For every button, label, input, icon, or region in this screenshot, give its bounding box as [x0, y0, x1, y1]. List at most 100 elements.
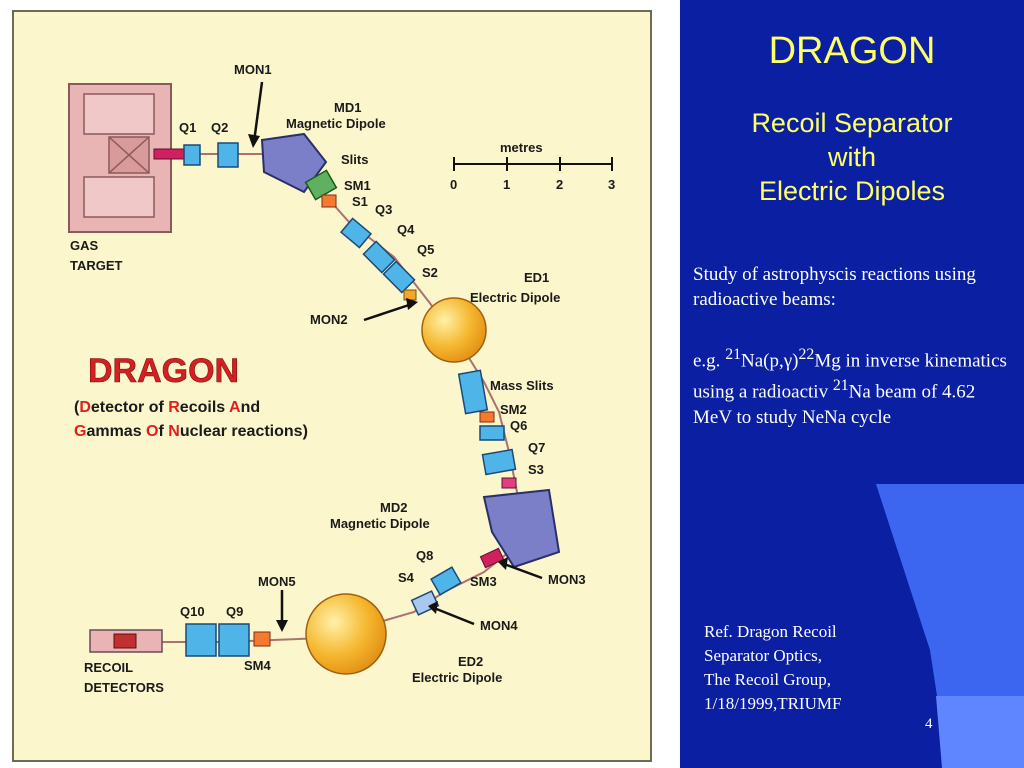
example-prefix: e.g. — [693, 350, 726, 372]
label-s3: S3 — [528, 462, 544, 477]
label-md1-line2: Magnetic Dipole — [286, 116, 386, 131]
mon4-arrowhead — [428, 601, 438, 614]
q2-quad — [217, 142, 239, 168]
slide-subtitle: Recoil Separator with Electric Dipoles — [680, 106, 1024, 208]
label-sm2: SM2 — [500, 402, 527, 417]
mon5-arrowhead — [276, 620, 288, 632]
label-mon5: MON5 — [258, 574, 296, 589]
scale-tick-2: 2 — [556, 177, 563, 192]
acronym-line2-part-1: ammas — [86, 423, 146, 440]
acronym-line1-part-0: ( — [74, 399, 80, 416]
acronym-line1-part-2: etector of — [91, 399, 168, 416]
reference-line-2: Separator Optics, — [704, 646, 823, 665]
label-q3: Q3 — [375, 202, 392, 217]
label-q10: Q10 — [180, 604, 205, 619]
example-reaction: e.g. 21 Na(p,γ)22Mg in inverse kinematics… — [693, 342, 1018, 430]
label-mon1: MON1 — [234, 62, 272, 77]
label-gas-line1: GAS — [70, 238, 99, 253]
acronym-line1-part-5: A — [229, 399, 241, 416]
acronym-line1-part-3: R — [168, 399, 180, 416]
recoil-detectors-core — [113, 633, 137, 649]
sm1-element — [321, 194, 337, 208]
label-q9: Q9 — [226, 604, 243, 619]
label-ed2-line2: Electric Dipole — [412, 670, 502, 685]
dragon-logo-text: DRAGON — [88, 352, 239, 390]
label-q2: Q2 — [211, 120, 228, 135]
beamline-diagram: metres 0 1 2 3 MON1 MD1 Magnetic Dipole … — [12, 10, 652, 762]
label-mon4: MON4 — [480, 618, 518, 633]
acronym-line2-part-5: uclear reactions) — [180, 423, 308, 440]
label-ed2-line1: ED2 — [458, 654, 483, 669]
beamline-svg: metres 0 1 2 3 MON1 MD1 Magnetic Dipole … — [68, 62, 615, 695]
subtitle-line-1: Recoil Separator — [751, 108, 953, 138]
q4-quad — [362, 240, 396, 274]
acronym-line2-part-3: f — [159, 423, 169, 440]
slits-box — [304, 169, 338, 201]
acronym-line1-part-1: D — [79, 399, 91, 416]
label-md2-line2: Magnetic Dipole — [330, 516, 430, 531]
mon2-arrow — [363, 302, 413, 322]
sm2-element — [479, 411, 495, 423]
mon4-arrow — [433, 606, 475, 626]
decorative-background — [876, 484, 1024, 768]
scale-tick-1: 1 — [503, 177, 510, 192]
mon1-arrowhead — [248, 134, 260, 148]
slide-title: DRAGON — [768, 30, 936, 72]
mon3-arrow — [503, 562, 543, 580]
mon2-arrowhead — [406, 298, 418, 310]
acronym-line2-part-4: N — [168, 423, 180, 440]
q6-quad — [479, 425, 505, 441]
acronym-line2: Gammas Of Nuclear reactions) — [74, 423, 308, 440]
label-mon2: MON2 — [310, 312, 348, 327]
q7-quad — [481, 448, 517, 476]
mon1-arrow — [252, 81, 264, 143]
ed2-dipole — [305, 593, 387, 675]
reference-line-4: 1/18/1999,TRIUMF — [704, 694, 842, 713]
mass-slits-element — [457, 369, 489, 415]
acronym-line2-part-0: G — [74, 423, 86, 440]
label-q7: Q7 — [528, 440, 545, 455]
label-ed1-line2: Electric Dipole — [470, 290, 560, 305]
ed1-dipole — [421, 297, 487, 363]
label-mass-slits: Mass Slits — [490, 378, 554, 393]
label-mon3: MON3 — [548, 572, 586, 587]
acronym-line1-part-4: ecoils — [180, 399, 229, 416]
q10-quad — [185, 623, 217, 657]
acronym-line1-part-6: nd — [241, 399, 261, 416]
sm4-element — [253, 631, 271, 647]
scale-tick-3: 3 — [608, 177, 615, 192]
reference-note: Ref. Dragon Recoil Separator Optics, The… — [704, 620, 904, 716]
q1-quad — [183, 144, 201, 166]
label-q4: Q4 — [397, 222, 415, 237]
label-sm3: SM3 — [470, 574, 497, 589]
example-sup-3: 21 — [832, 377, 849, 395]
label-recoil-line2: DETECTORS — [84, 680, 164, 695]
q9-quad — [218, 623, 250, 657]
study-description: Study of astrophyscis reactions using ra… — [693, 264, 976, 310]
example-mid-2: Mg in inverse kinematics using a radioac… — [693, 350, 1007, 403]
label-gas-line2: TARGET — [70, 258, 123, 273]
sm3-element — [479, 547, 505, 569]
label-q8: Q8 — [416, 548, 433, 563]
label-s4: S4 — [398, 570, 415, 585]
example-rest: Na beam of 4.62 MeV to study NeNa cycle — [693, 381, 976, 428]
s2-element — [403, 289, 417, 301]
example-mid-1: Na(p,γ) — [741, 350, 799, 372]
beam-path — [134, 153, 521, 643]
label-sm1: SM1 — [344, 178, 371, 193]
label-q5: Q5 — [417, 242, 434, 257]
label-recoil-line1: RECOIL — [84, 660, 133, 675]
example-sup-2: 22 — [798, 346, 815, 363]
label-ed1-line1: ED1 — [524, 270, 549, 285]
mon3-arrowhead — [498, 557, 508, 570]
s3-element — [501, 477, 517, 489]
label-q1: Q1 — [179, 120, 196, 135]
s4-element — [410, 590, 440, 616]
label-q6: Q6 — [510, 418, 527, 433]
q8-quad — [430, 566, 462, 596]
md2-dipole — [482, 488, 561, 569]
scale-bar — [453, 157, 613, 171]
label-s2: S2 — [422, 265, 438, 280]
scale-label: metres — [500, 140, 543, 155]
reference-line-3: The Recoil Group, — [704, 670, 831, 689]
